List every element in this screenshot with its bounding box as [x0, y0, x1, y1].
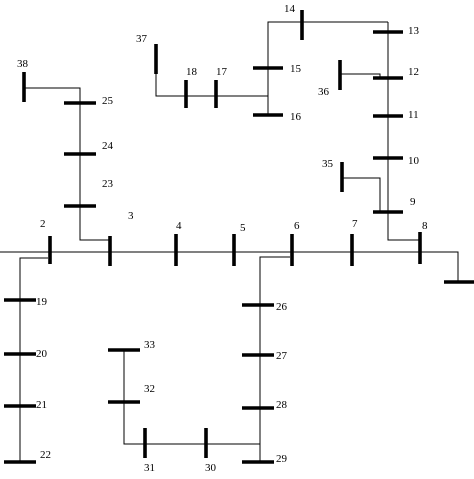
bus-37-label: 37 [136, 33, 148, 45]
line-9-35 [342, 177, 381, 212]
line-3-25 [79, 103, 110, 241]
bus-33-label: 33 [144, 339, 156, 351]
bus-18-label: 18 [186, 66, 198, 78]
bus-15-label: 15 [290, 63, 302, 75]
line-18-37 [155, 62, 186, 97]
connection-lines [0, 21, 459, 462]
bus-28-label: 28 [276, 399, 288, 411]
bus-19-label: 19 [36, 296, 48, 308]
bus-25-label: 25 [102, 95, 114, 107]
bus-29-label: 29 [276, 453, 288, 465]
bus-2-label: 2 [40, 218, 46, 230]
bus-7-label: 7 [352, 218, 358, 230]
line-31-33 [123, 350, 145, 445]
bus-labels: 2 3 4 5 6 7 8 9 10 11 12 13 14 15 16 17 … [17, 3, 428, 474]
bus-10-label: 10 [408, 155, 420, 167]
line-14-15 [267, 21, 302, 115]
bus-9-label: 9 [410, 196, 416, 208]
bus-22-label: 22 [40, 449, 51, 461]
bus-30-label: 30 [205, 462, 217, 474]
bus-bars [4, 10, 474, 464]
bus-36-label: 36 [318, 86, 330, 98]
bus-13-label: 13 [408, 25, 420, 37]
bus-16-label: 16 [290, 111, 302, 123]
bus-12-label: 12 [408, 66, 419, 78]
bus-8-label: 8 [422, 220, 428, 232]
line-2-22 [19, 257, 48, 462]
bus-26-label: 26 [276, 301, 288, 313]
bus-5-label: 5 [240, 222, 246, 234]
bus-14-label: 14 [284, 3, 296, 15]
bus-24-label: 24 [102, 140, 114, 152]
bus-17-label: 17 [216, 66, 228, 78]
line-6-29 [259, 256, 290, 462]
bus-6-label: 6 [294, 220, 300, 232]
bus-32-label: 32 [144, 383, 155, 395]
bus-31-label: 31 [144, 462, 155, 474]
bus-35-label: 35 [322, 158, 334, 170]
bus-11-label: 11 [408, 109, 419, 121]
bus-27-label: 27 [276, 350, 288, 362]
bus-3-label: 3 [128, 210, 134, 222]
bus-4-label: 4 [176, 220, 182, 232]
bus-23-label: 23 [102, 178, 114, 190]
bus-20-label: 20 [36, 348, 48, 360]
line-8-13 [387, 22, 420, 241]
bus-21-label: 21 [36, 399, 47, 411]
bus-38-label: 38 [17, 58, 29, 70]
line-25-38 [24, 87, 81, 103]
line-8-34 [420, 251, 459, 282]
